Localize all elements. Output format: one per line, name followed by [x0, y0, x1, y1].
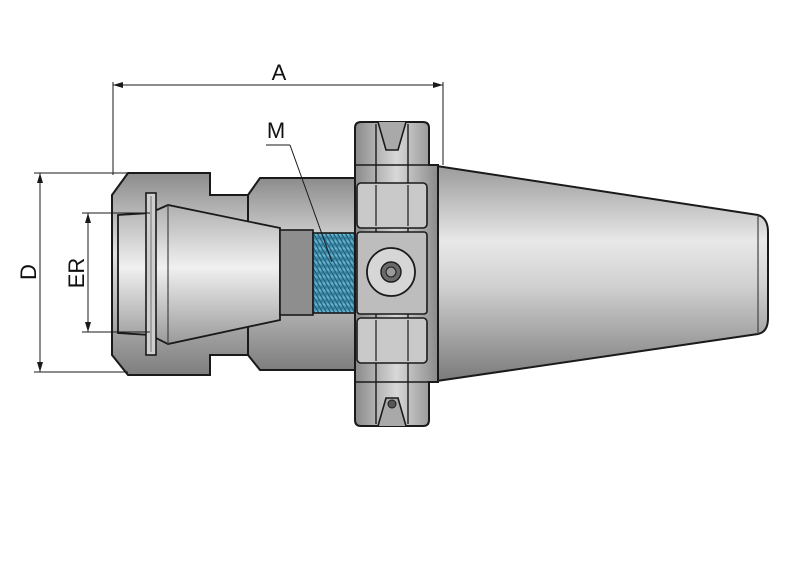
dim-er-label: ER — [64, 258, 89, 289]
collet-bore — [117, 204, 281, 345]
dim-er-arrow-bottom — [85, 322, 91, 332]
flange-v-groove-top — [377, 121, 407, 151]
flange-hole — [387, 399, 397, 409]
inner-bore — [279, 229, 314, 316]
drive-slot-top — [356, 182, 428, 229]
dim-er-arrow-top — [85, 213, 91, 223]
taper-shank — [429, 163, 769, 384]
dim-d-label: D — [16, 264, 41, 280]
dim-a-label: A — [272, 60, 287, 85]
dim-d-arrow-bottom — [37, 362, 43, 372]
dim-m-label: M — [267, 118, 285, 143]
flange-v-groove-bottom — [377, 397, 407, 427]
dim-d-arrow-top — [37, 173, 43, 183]
drive-slot-bottom — [356, 317, 428, 364]
dim-a-arrow-right — [433, 82, 443, 88]
screw-center — [385, 266, 397, 278]
thread-section — [312, 232, 356, 314]
dim-m-leader — [289, 144, 333, 263]
dim-a-arrow-left — [113, 82, 123, 88]
